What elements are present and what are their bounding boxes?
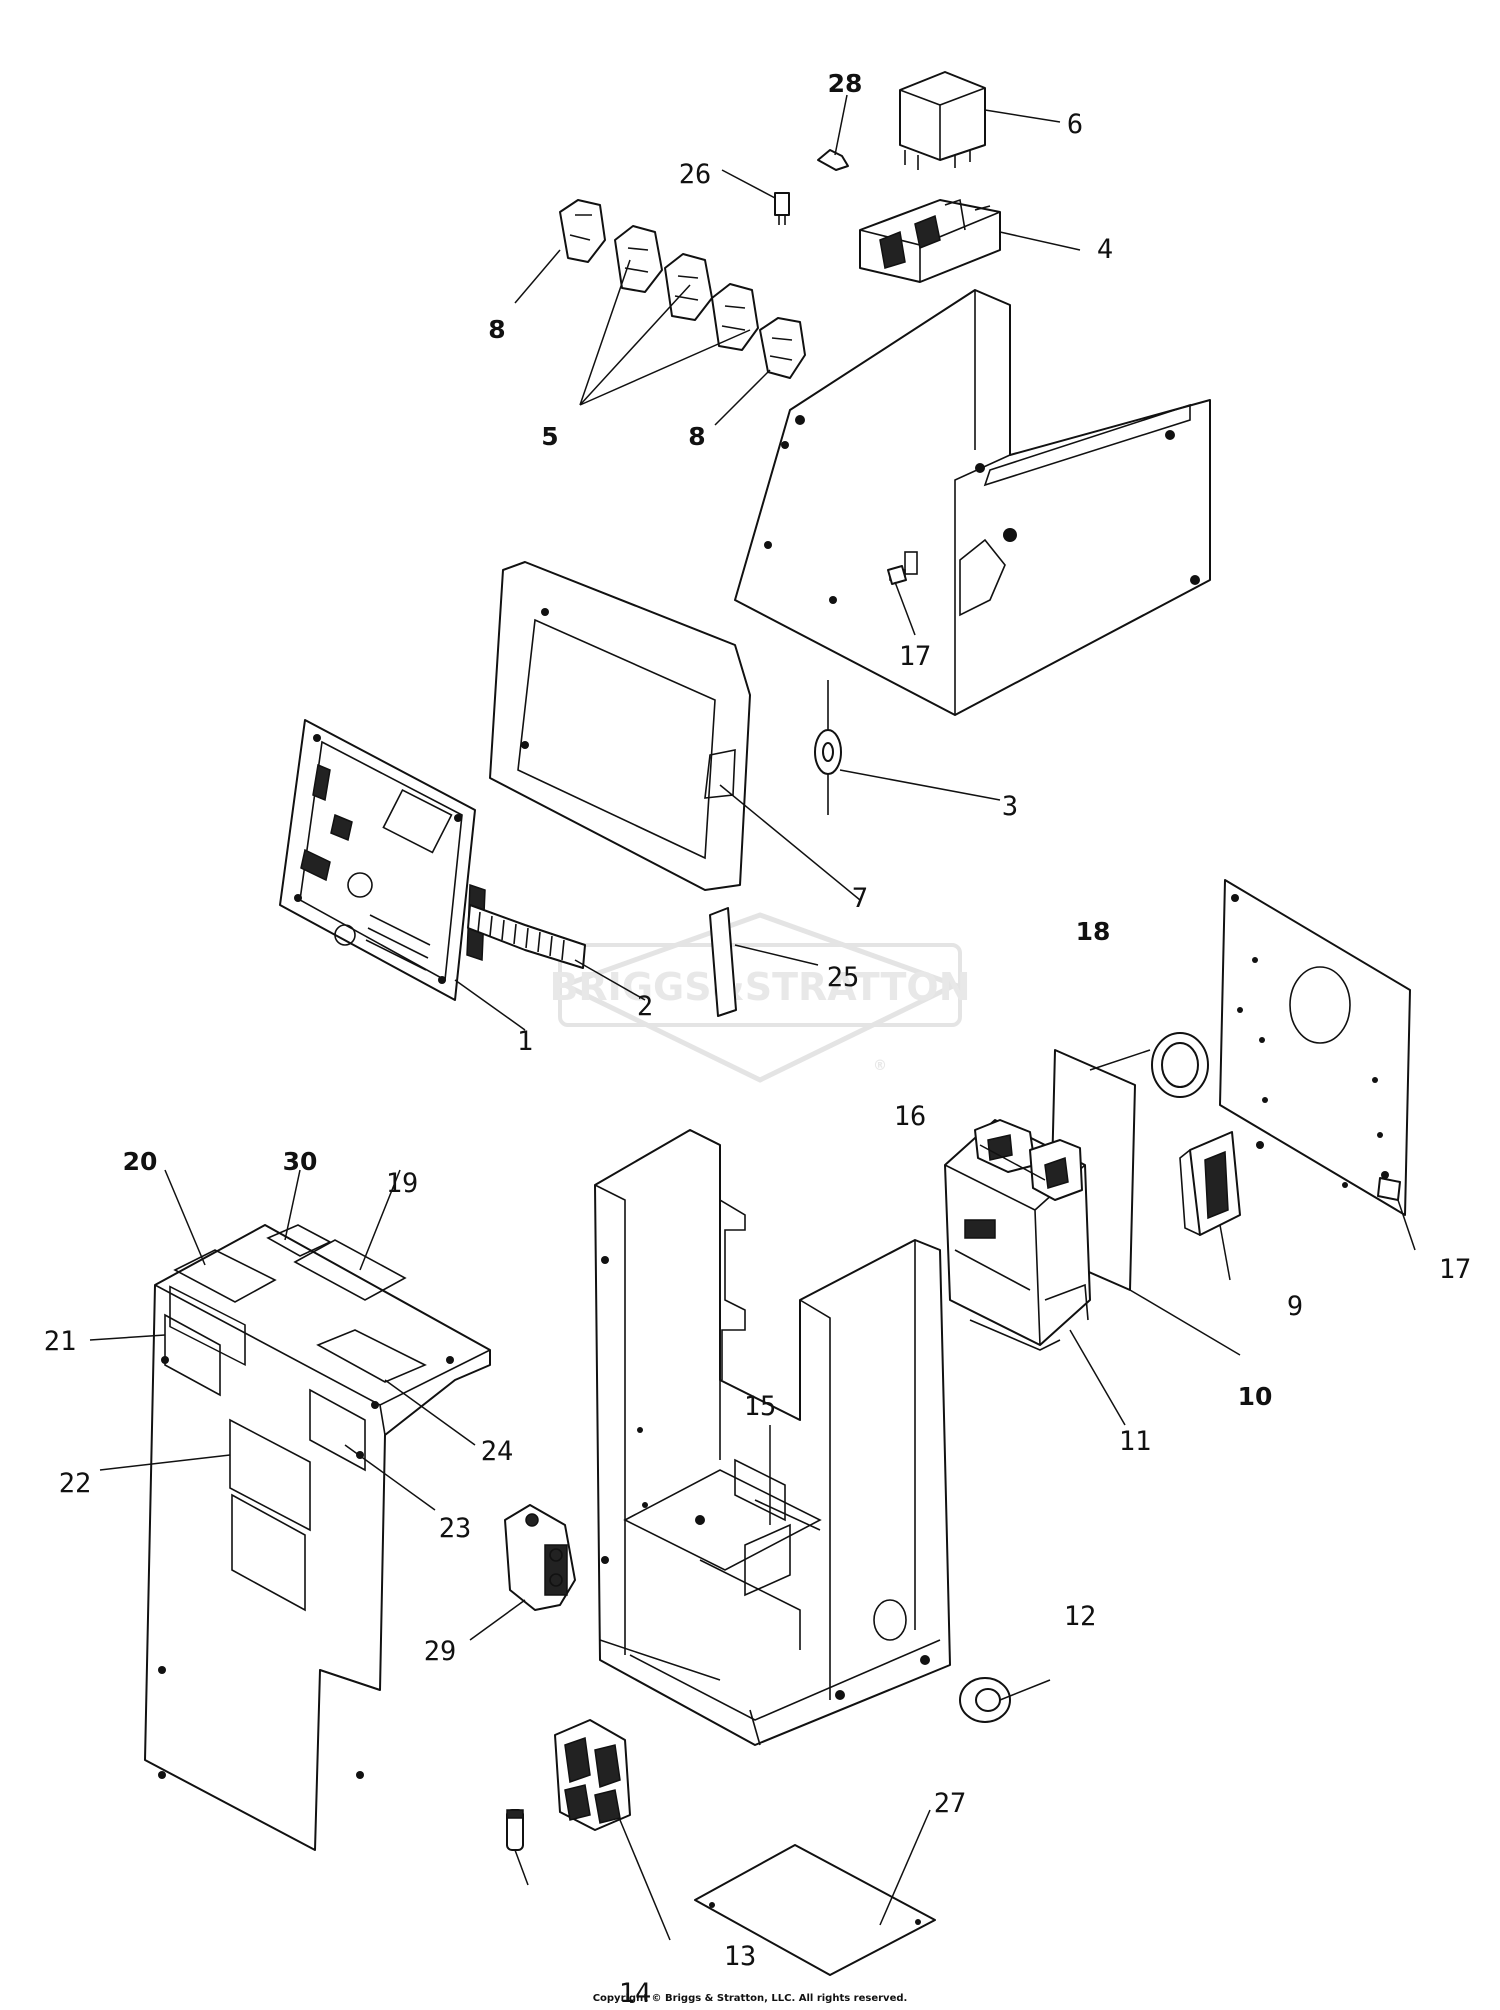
callout-4: 4 <box>1097 234 1113 265</box>
callout-23: 23 <box>439 1513 472 1544</box>
callout-3: 3 <box>1002 791 1018 822</box>
briggs-stratton-watermark: BRIGGS&STRATTON ® <box>549 912 971 1083</box>
callout-13: 13 <box>724 1941 757 1972</box>
part-5-terminal-block-1[interactable] <box>614 225 663 293</box>
leader-lines <box>89 94 1416 1941</box>
part-12-grommet[interactable] <box>959 1677 1011 1723</box>
callout-20: 20 <box>123 1147 158 1176</box>
callout-6: 6 <box>1067 109 1083 140</box>
part-13-fuse-holder[interactable] <box>554 1719 631 1831</box>
callout-19: 19 <box>386 1168 419 1199</box>
callout-21: 21 <box>44 1326 77 1357</box>
part-17-decal-upper[interactable] <box>887 565 907 585</box>
callout-8-top: 8 <box>488 315 505 344</box>
enclosure-cover[interactable] <box>144 1224 491 1851</box>
part-25-strip[interactable] <box>709 907 737 1017</box>
callout-24: 24 <box>481 1436 514 1467</box>
callout-7: 7 <box>852 883 868 914</box>
callout-1: 1 <box>517 1026 533 1057</box>
watermark-registered-mark: ® <box>873 1058 887 1074</box>
callout-26: 26 <box>679 159 712 190</box>
part-15-decal[interactable] <box>744 1523 791 1597</box>
part-26-connector[interactable] <box>774 192 790 225</box>
upper-control-box[interactable] <box>734 289 1211 716</box>
callout-16: 16 <box>894 1101 927 1132</box>
part-27-cover-plate[interactable] <box>694 1844 936 1976</box>
callout-28: 28 <box>828 69 863 98</box>
callout-9: 9 <box>1287 1291 1303 1322</box>
copyright-notice: Copyright © Briggs & Stratton, LLC. All … <box>592 1993 908 2004</box>
part-1-control-panel[interactable] <box>279 719 486 1001</box>
part-3-grommet[interactable] <box>814 680 842 815</box>
callout-22: 22 <box>59 1468 92 1499</box>
callout-2: 2 <box>637 991 653 1022</box>
part-8-end-terminal-block-top[interactable] <box>559 199 606 263</box>
part-17-decal-lower[interactable] <box>1377 1177 1401 1201</box>
callout-8-bottom: 8 <box>688 422 705 451</box>
callout-29: 29 <box>424 1636 457 1667</box>
callout-18: 18 <box>1076 917 1111 946</box>
part-9-terminal-clamp[interactable] <box>1179 1131 1241 1236</box>
callout-11: 11 <box>1119 1426 1152 1457</box>
part-16-breaker-terminal[interactable] <box>974 1119 1083 1201</box>
part-5-terminal-block-3[interactable] <box>711 283 759 351</box>
callout-12: 12 <box>1064 1601 1097 1632</box>
part-8-end-terminal-block-bottom[interactable] <box>759 317 806 379</box>
callout-27: 27 <box>934 1788 967 1819</box>
main-enclosure[interactable] <box>594 1129 951 1746</box>
part-18-grommet-ring[interactable] <box>1151 1032 1209 1098</box>
part-4-relay-socket[interactable] <box>859 198 1001 283</box>
part-28-clip[interactable] <box>817 149 849 171</box>
callout-17-upper: 17 <box>899 641 932 672</box>
part-14-fuse[interactable] <box>506 1809 524 1851</box>
right-mounting-plate[interactable] <box>1219 879 1411 1216</box>
part-7-mounting-bracket[interactable] <box>489 561 751 891</box>
callout-labels: 1 2 3 4 5 6 7 8 8 9 10 11 12 13 14 15 16… <box>44 69 1472 2009</box>
part-29-terminal-lug[interactable] <box>504 1504 576 1611</box>
callout-30: 30 <box>283 1147 318 1176</box>
callout-10: 10 <box>1238 1382 1273 1411</box>
callout-15: 15 <box>744 1391 777 1422</box>
callout-17-lower: 17 <box>1439 1254 1472 1285</box>
callout-5: 5 <box>541 422 558 451</box>
part-6-relay[interactable] <box>899 71 986 170</box>
callout-14: 14 <box>619 1978 652 2009</box>
callout-25: 25 <box>827 962 860 993</box>
part-2-plug-connector[interactable] <box>467 904 586 969</box>
watermark-brand: BRIGGS&STRATTON <box>549 965 970 1009</box>
